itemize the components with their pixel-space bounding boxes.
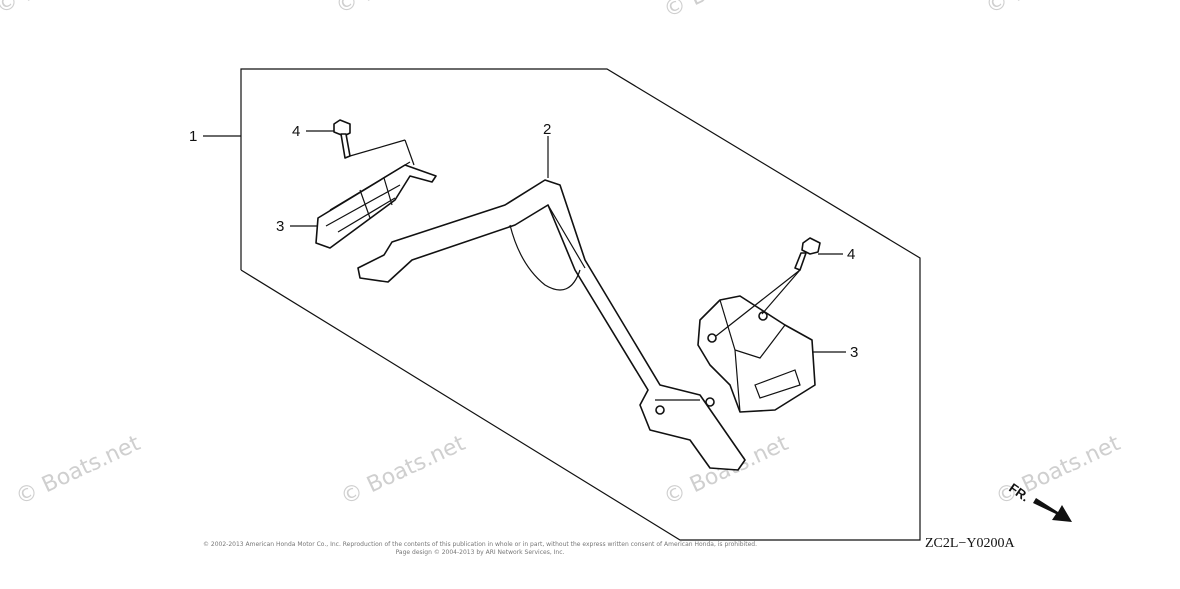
- leader-lines: [203, 130, 846, 353]
- watermark: © Boats.net: [660, 0, 793, 23]
- diagram-code: ZC2L−Y0200A: [925, 536, 1015, 551]
- callout-3-left: 3: [276, 218, 284, 235]
- callout-3-right: 3: [850, 344, 858, 361]
- kit-outline: [240, 68, 921, 541]
- watermark: © Boats.net: [12, 431, 145, 511]
- page-design-line: Page design © 2004-2013 by ARI Network S…: [395, 549, 565, 556]
- watermark: © Boats.net: [992, 431, 1125, 511]
- arrow-icon: [1033, 498, 1072, 522]
- bolt-left-part: [333, 119, 351, 159]
- watermark-layer: © Boats.net © Boats.net © Boats.net © Bo…: [0, 0, 1125, 510]
- holder-left-part: [315, 161, 437, 249]
- callout-labels: 1 2 3 4 4 3: [189, 121, 858, 361]
- watermark: © Boats.net: [982, 0, 1115, 19]
- callout-4-left: 4: [292, 123, 300, 140]
- bolt-right-part: [794, 237, 821, 271]
- callout-4-right: 4: [847, 246, 855, 263]
- watermark: © Boats.net: [332, 0, 465, 19]
- callout-1: 1: [189, 128, 197, 145]
- watermark: © Boats.net: [0, 0, 125, 19]
- watermark: © Boats.net: [337, 431, 470, 511]
- handle-part: [357, 179, 746, 471]
- copyright-line: © 2002-2013 American Honda Motor Co., In…: [203, 541, 757, 548]
- callout-2: 2: [543, 121, 551, 138]
- holder-right-part: [697, 295, 816, 413]
